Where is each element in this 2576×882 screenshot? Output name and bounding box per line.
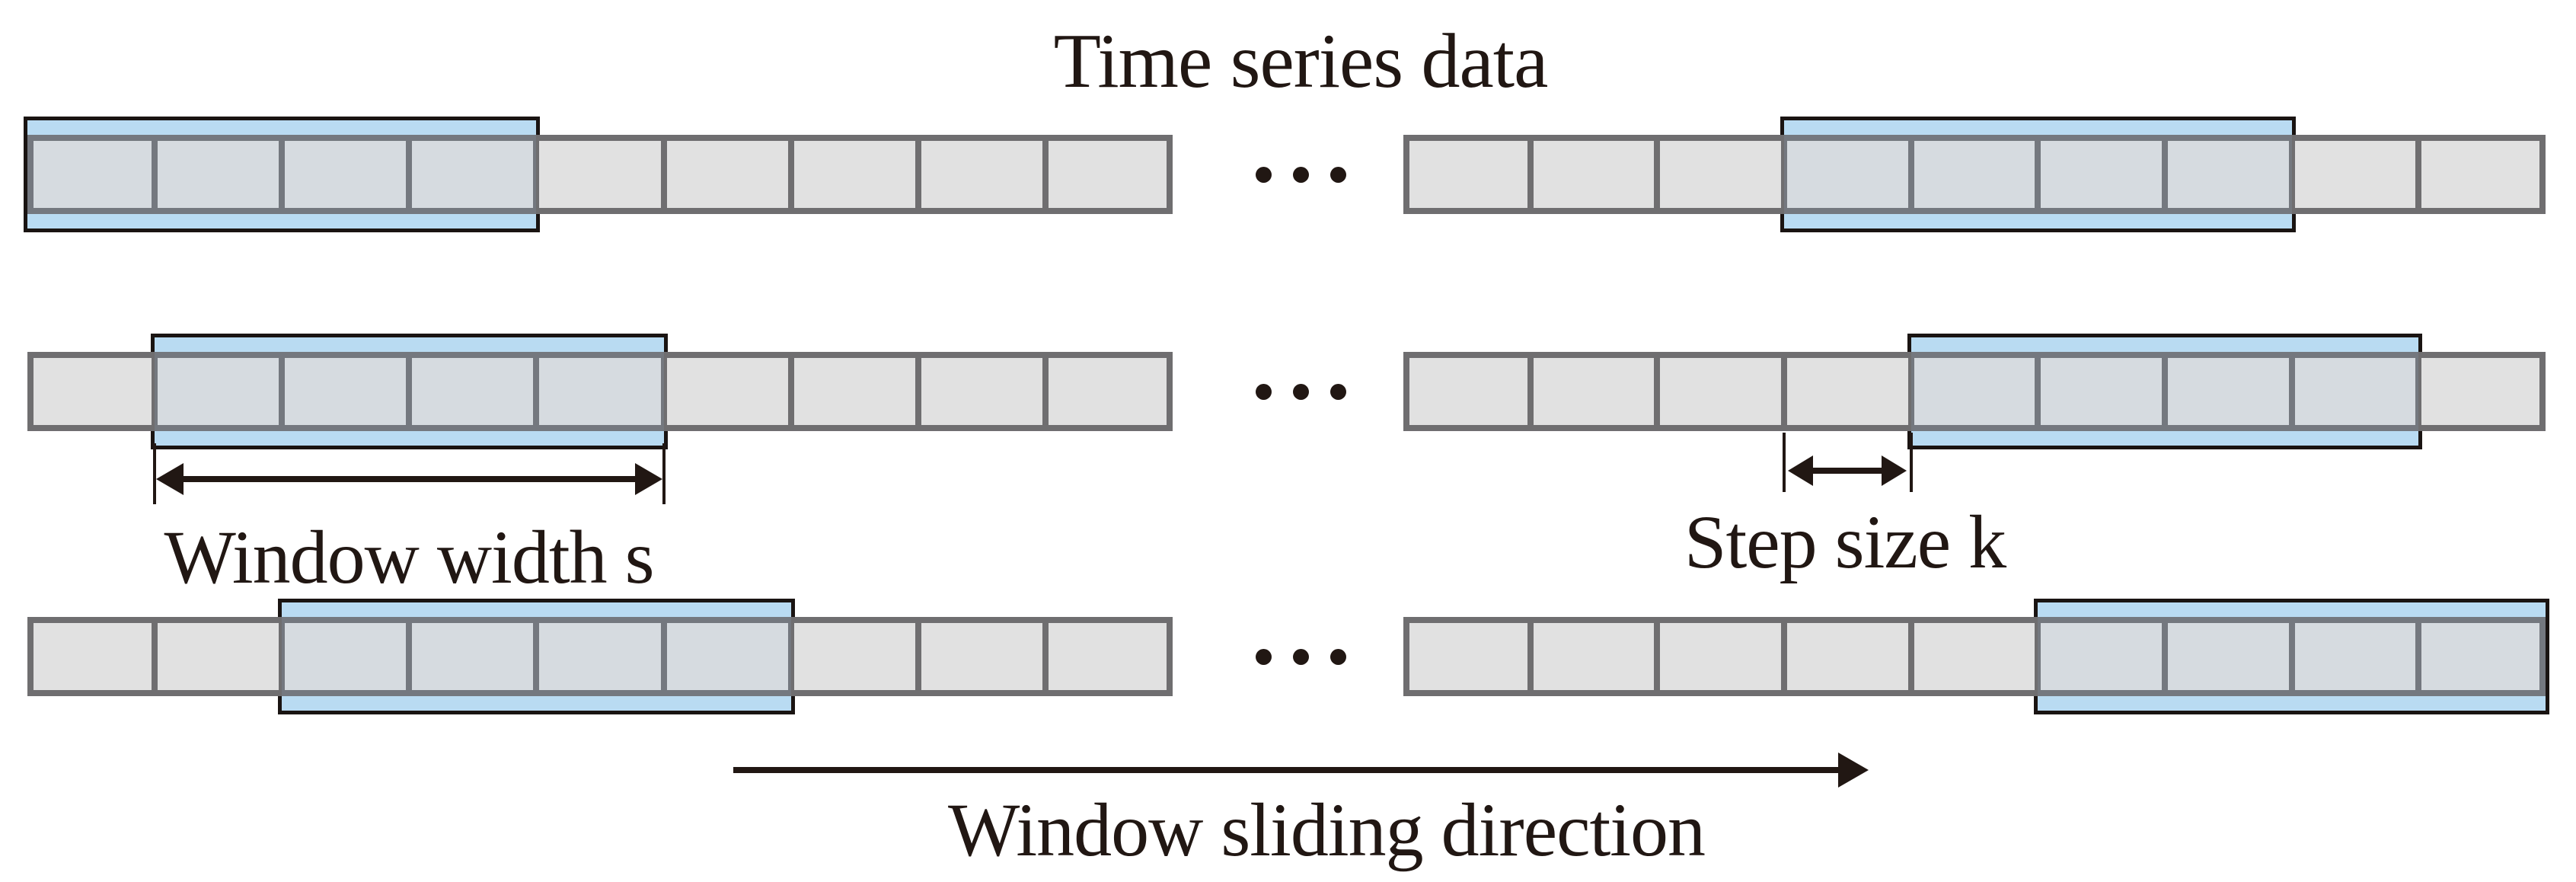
- step-size-arrow-line: [1808, 468, 1888, 474]
- sliding-direction-label: Window sliding direction: [947, 788, 1706, 872]
- window-width-arrowhead-left-icon: [156, 463, 184, 495]
- window-width-arrow-line: [172, 476, 646, 482]
- cell: [921, 141, 1042, 208]
- sliding-direction-arrowhead-icon: [1838, 753, 1869, 788]
- timeseries-strip-right: [1403, 135, 2546, 214]
- ellipsis-dot-icon: [1292, 166, 1309, 183]
- cell: [921, 358, 1042, 425]
- cell: [1914, 358, 2035, 425]
- window-overlay-tint: [282, 617, 791, 696]
- ellipsis-dot-icon: [1292, 648, 1309, 665]
- cell: [1409, 623, 1527, 690]
- timeseries-strip-right: [1403, 617, 2546, 696]
- cell: [921, 623, 1042, 690]
- cell: [667, 623, 788, 690]
- sliding-direction-arrow-line: [733, 767, 1840, 773]
- cell: [2421, 623, 2539, 690]
- cell: [158, 358, 279, 425]
- ellipsis-dot-icon: [1329, 166, 1346, 183]
- cell: [2041, 623, 2162, 690]
- cell: [285, 141, 406, 208]
- cell: [539, 141, 661, 208]
- cell: [1787, 358, 1908, 425]
- cell: [2295, 141, 2415, 208]
- cell: [412, 358, 533, 425]
- cell: [2168, 141, 2289, 208]
- cell: [285, 623, 406, 690]
- ellipsis-dot-icon: [1292, 383, 1309, 400]
- window-width-tick-right: [662, 443, 666, 504]
- cell: [158, 141, 279, 208]
- timeseries-strip-left: [27, 135, 1173, 214]
- cell: [794, 623, 915, 690]
- cell: [2295, 358, 2415, 425]
- window-overlay-tint: [155, 352, 664, 431]
- ellipsis-dot-icon: [1255, 383, 1272, 400]
- cell: [412, 141, 533, 208]
- cell: [1660, 141, 1781, 208]
- step-size-arrowhead-left-icon: [1788, 455, 1813, 486]
- cell: [34, 141, 152, 208]
- cell: [2295, 623, 2415, 690]
- cell: [1914, 623, 2035, 690]
- step-size-tick-left: [1783, 433, 1786, 492]
- ellipsis-dot-icon: [1329, 383, 1346, 400]
- step-size-tick-right: [1910, 433, 1913, 492]
- cell: [2041, 141, 2162, 208]
- cell: [1534, 141, 1654, 208]
- cell: [1049, 623, 1167, 690]
- window-overlay-tint: [1911, 352, 2418, 431]
- cell: [539, 623, 661, 690]
- cell: [667, 358, 788, 425]
- cell: [1534, 623, 1654, 690]
- cell: [794, 141, 915, 208]
- diagram-title: Time series data: [1053, 18, 1549, 104]
- cell: [34, 623, 152, 690]
- window-width-arrowhead-right-icon: [635, 463, 662, 495]
- cell: [667, 141, 788, 208]
- cell: [2421, 141, 2539, 208]
- window-overlay-tint: [2038, 617, 2546, 696]
- cell: [1409, 358, 1527, 425]
- window-width-label: Window width s: [164, 515, 654, 599]
- cell: [1409, 141, 1527, 208]
- timeseries-strip-left: [27, 617, 1173, 696]
- cell: [1049, 358, 1167, 425]
- cell: [539, 358, 661, 425]
- cell: [1787, 623, 1908, 690]
- window-overlay-tint: [27, 135, 536, 214]
- cell: [158, 623, 279, 690]
- ellipsis-dot-icon: [1255, 648, 1272, 665]
- cell: [1914, 141, 2035, 208]
- ellipsis-dot-icon: [1329, 648, 1346, 665]
- cell: [1787, 141, 1908, 208]
- window-overlay-tint: [1784, 135, 2292, 214]
- cell: [34, 358, 152, 425]
- cell: [2168, 623, 2289, 690]
- ellipsis-dot-icon: [1255, 166, 1272, 183]
- cell: [1660, 623, 1781, 690]
- cell: [2168, 358, 2289, 425]
- cell: [1534, 358, 1654, 425]
- cell: [1660, 358, 1781, 425]
- timeseries-strip-left: [27, 352, 1173, 431]
- cell: [1049, 141, 1167, 208]
- cell: [285, 358, 406, 425]
- cell: [2421, 358, 2539, 425]
- cell: [794, 358, 915, 425]
- step-size-arrowhead-right-icon: [1882, 455, 1907, 486]
- window-width-tick-left: [153, 443, 156, 504]
- timeseries-strip-right: [1403, 352, 2546, 431]
- cell: [2041, 358, 2162, 425]
- step-size-label: Step size k: [1684, 500, 2006, 584]
- cell: [412, 623, 533, 690]
